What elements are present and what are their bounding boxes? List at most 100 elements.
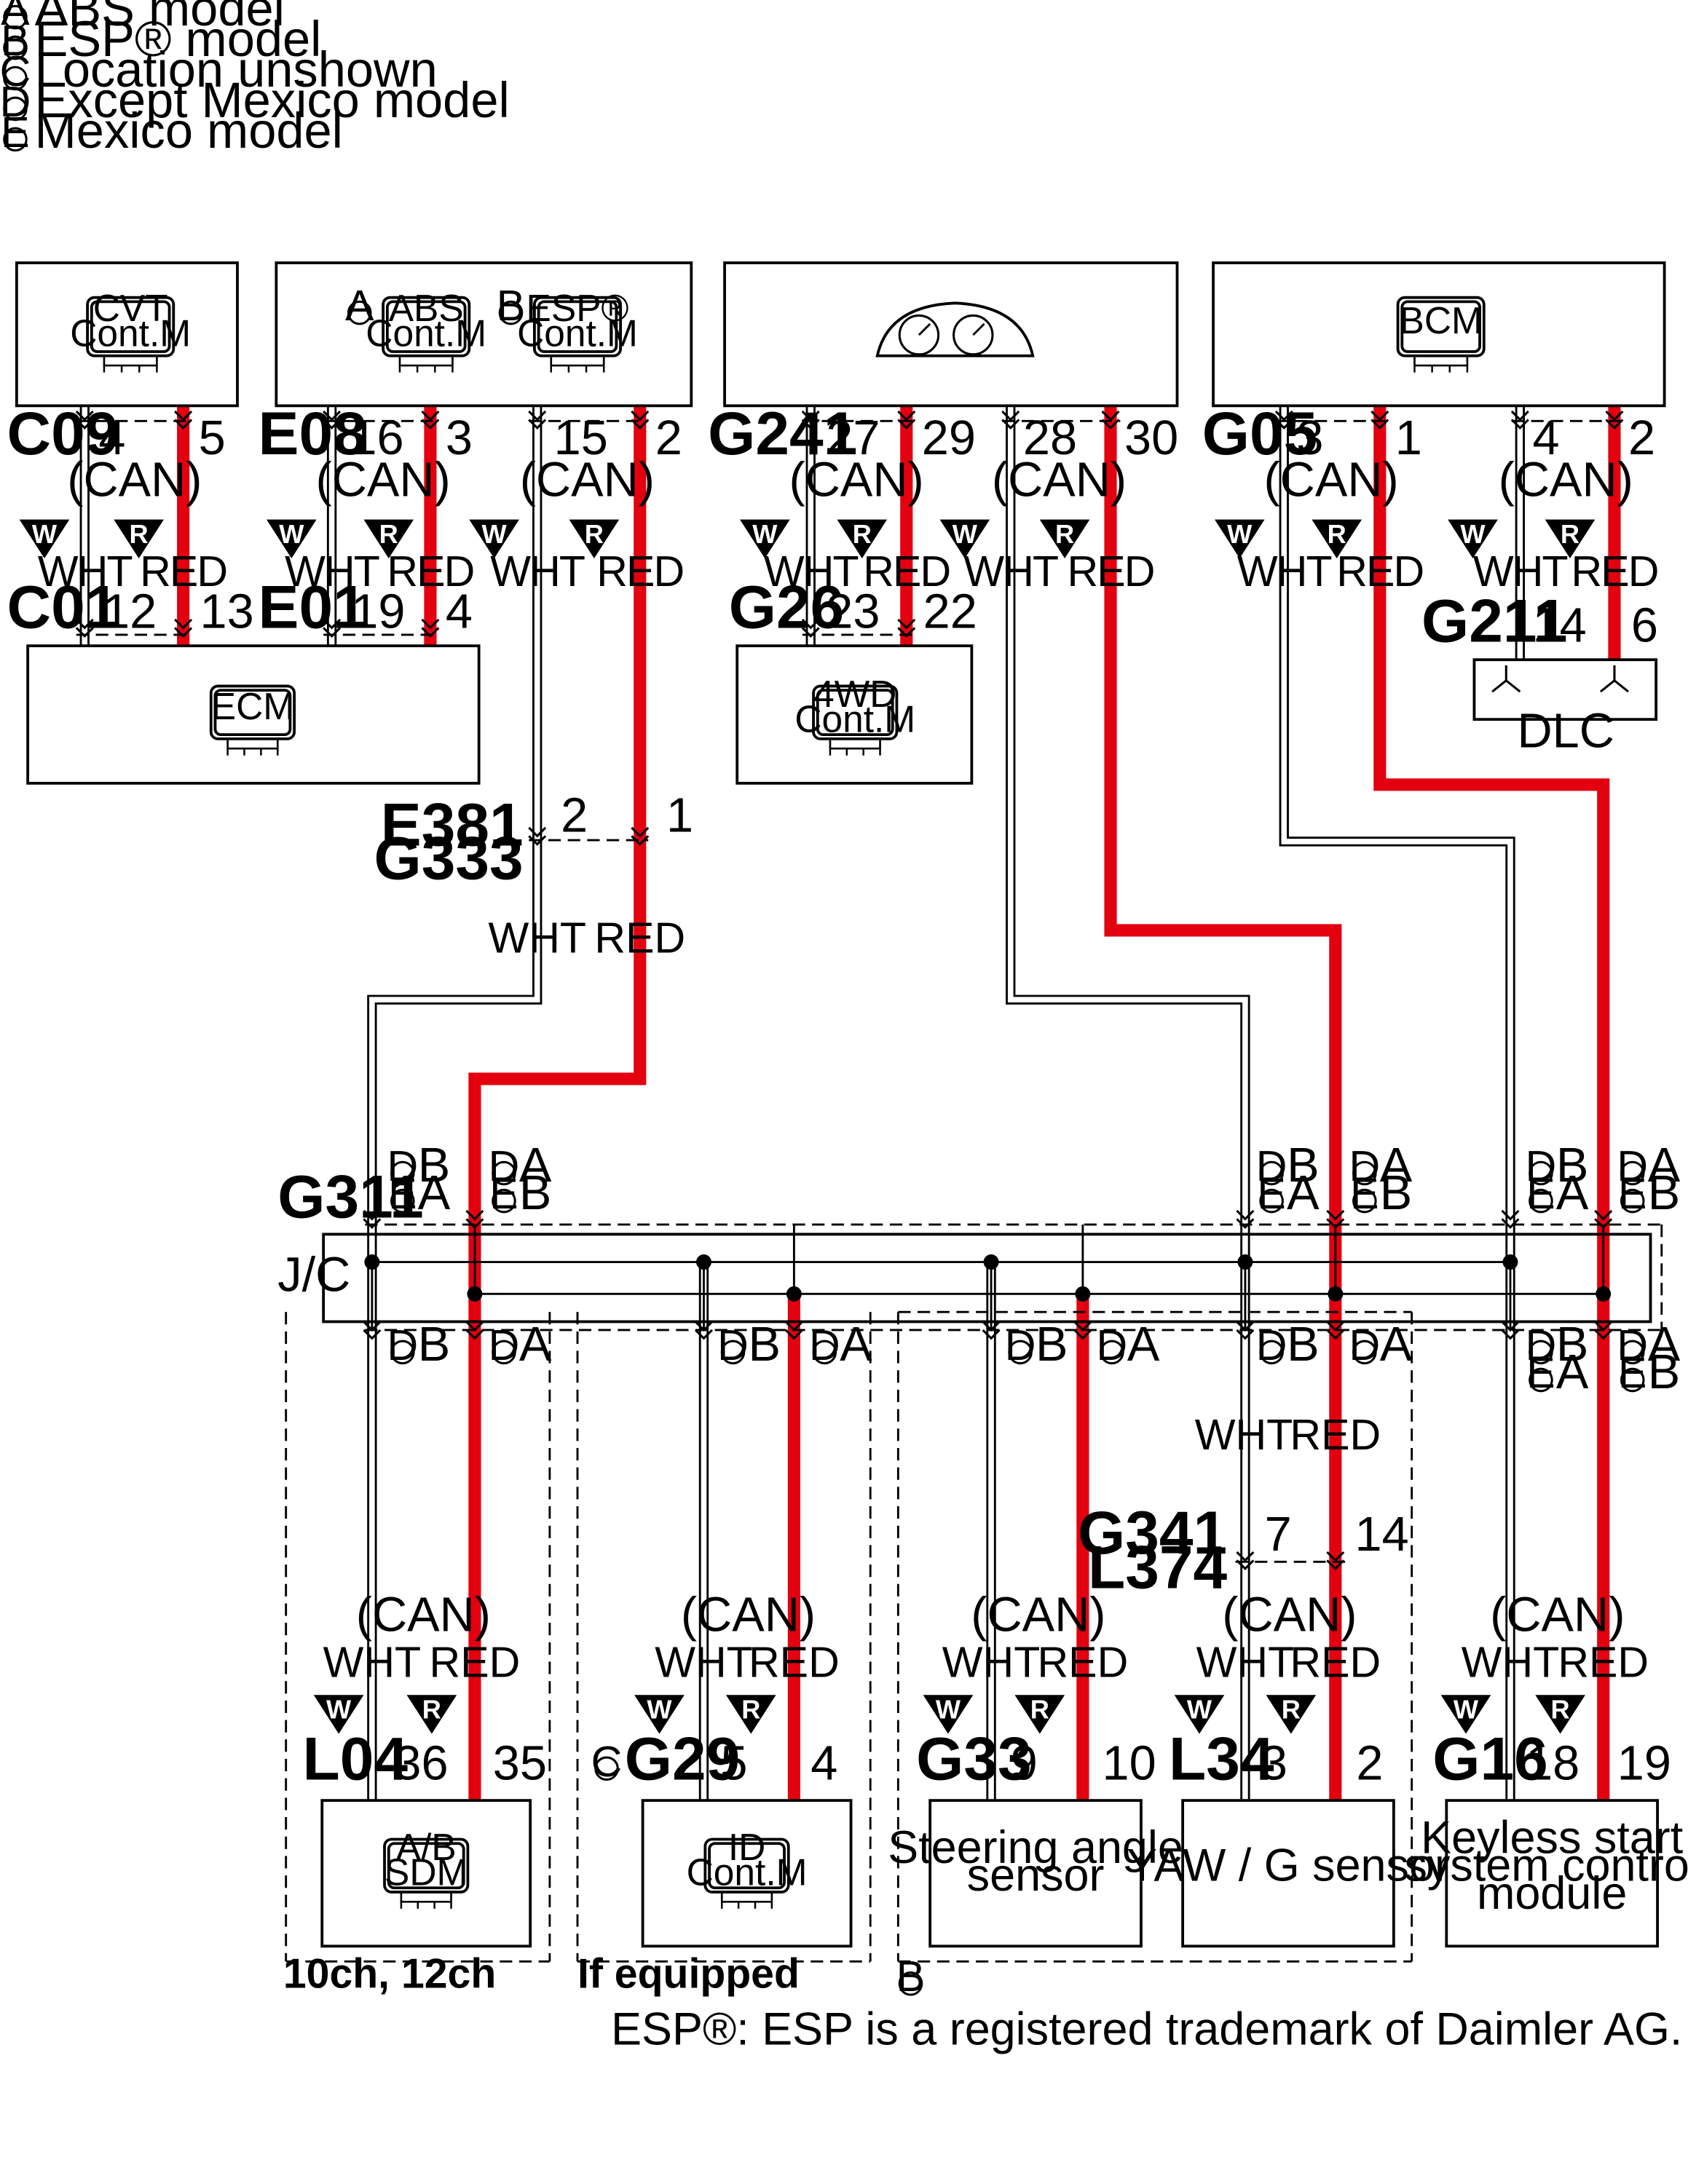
wire-color-e381r: RED (594, 914, 685, 962)
label: 19 (1617, 1737, 1671, 1791)
variant-mark: D (1349, 1142, 1381, 1190)
jc-box (322, 1233, 1652, 1324)
abs-mark (347, 300, 372, 325)
variant-label: A (1287, 1166, 1320, 1220)
terminal-icon (1501, 1321, 1520, 1340)
terminal-icon (1501, 1209, 1520, 1230)
variant-label: A (840, 1318, 872, 1372)
wire-color-13: RED (1571, 547, 1657, 596)
wire-color-badge-b4-letter: W (936, 1695, 961, 1725)
esp-mark: B (497, 282, 525, 330)
legend-mark-B (3, 35, 28, 60)
label: 3 (446, 411, 473, 465)
wire-color-badge-b2 (634, 1695, 685, 1734)
variant-mark (1620, 1367, 1645, 1393)
terminal-icon (1236, 1321, 1255, 1340)
label: 36 (394, 1737, 448, 1791)
wire-color-badge-4 (469, 519, 519, 559)
terminal-icon (982, 1321, 1001, 1340)
can-label-b3: (CAN) (1222, 1588, 1357, 1642)
label: 10 (1103, 1737, 1156, 1791)
legend-mark-D: D (0, 78, 31, 126)
legend-mark-E: E (1, 108, 29, 157)
wire-color-badge-1 (114, 519, 164, 559)
variant-mark: E (1618, 1349, 1646, 1397)
bcm-module-label: BCM (1400, 299, 1483, 341)
meter-icon (875, 301, 1035, 357)
variant-mark: E (489, 1170, 518, 1218)
variant-label: B (1036, 1318, 1068, 1372)
wire-color-badge-9 (1039, 519, 1090, 559)
label-line: Cont.M (794, 697, 915, 740)
wire-color-badge-b5-letter: R (1030, 1695, 1049, 1725)
terminal-icon (801, 618, 820, 638)
terminal-icon (323, 618, 342, 638)
wire-color-badge-7 (837, 519, 888, 559)
variant-mark (1529, 1340, 1553, 1365)
wire-color-badge-b3 (725, 1695, 776, 1734)
ecm-module-outline (209, 684, 296, 740)
wire-color-b6: WHT (1196, 1638, 1295, 1686)
label: 28 (1023, 411, 1077, 465)
group-esp-mark: B (896, 1952, 925, 2001)
cvt-box (15, 261, 239, 408)
variant-mark (1352, 1188, 1377, 1214)
wire-color-badge-13-letter: R (1561, 519, 1579, 549)
terminal-icon (1101, 410, 1120, 430)
abs-module-pins (398, 355, 454, 367)
abs-esp-box (275, 261, 693, 408)
label: 18 (1526, 1737, 1579, 1791)
variant-mark: E (1257, 1170, 1285, 1218)
variant-mark (390, 1160, 415, 1186)
legend-mark-E (3, 127, 28, 152)
variant-label: B (519, 1166, 552, 1220)
wire-color-0: WHT (38, 547, 133, 596)
variant-mark: E (1526, 1349, 1555, 1397)
can-label-0: (CAN) (67, 453, 202, 507)
label: 12 (103, 585, 157, 638)
terminal-icon (631, 410, 650, 430)
connector-g29: G29 (625, 1725, 741, 1793)
wire-color-badge-b7-letter: R (1282, 1695, 1301, 1725)
label: 2 (1356, 1737, 1383, 1791)
wire-color-9: RED (1067, 547, 1153, 596)
wire-color-badge-8 (939, 519, 990, 559)
legend-mark-C: C (0, 47, 31, 95)
label: 29 (922, 411, 976, 465)
terminal-icon (1236, 1209, 1255, 1230)
variant-label: B (1648, 1345, 1681, 1399)
wire-color-badge-8-letter: W (953, 519, 978, 549)
keyless-box (1445, 1799, 1659, 1948)
can-label-5: (CAN) (1263, 453, 1398, 507)
variant-mark: D (1005, 1321, 1036, 1369)
wire-color-badge-b0 (313, 1695, 364, 1734)
connector-g241: G241 (708, 399, 857, 467)
label: 2 (561, 789, 588, 843)
legend-item-D: Except Mexico model (35, 72, 510, 128)
wire-color-badge-12-letter: W (1460, 519, 1486, 549)
wire-color-badge-6 (740, 519, 790, 559)
wire-color-3: RED (387, 547, 473, 596)
cvt-module-pins (103, 355, 158, 367)
wire-color-badge-11 (1312, 519, 1362, 559)
wire-color-badge-10 (1214, 519, 1265, 559)
wire-color-badge-10-letter: W (1227, 519, 1253, 549)
terminal-icon (1510, 410, 1529, 430)
red-wire-meter (1104, 405, 1342, 1801)
dlc-terminal-icon (1491, 665, 1629, 693)
wire-color-badge-2 (267, 519, 317, 559)
variant-mark (1620, 1160, 1645, 1186)
terminal-icon (421, 618, 440, 638)
variant-mark: D (1526, 1142, 1557, 1190)
wire-color-badge-5-letter: R (585, 519, 604, 549)
dlc-box (1472, 658, 1658, 721)
variant-mark: D (489, 1142, 520, 1190)
variant-mark (492, 1160, 516, 1186)
connector-l04: L04 (303, 1725, 409, 1793)
splice-dot (1075, 1286, 1091, 1302)
terminal-icon (1370, 410, 1389, 430)
terminal-icon (323, 410, 342, 430)
variant-mark (1620, 1188, 1645, 1214)
sdm-module-outline (383, 1837, 470, 1894)
